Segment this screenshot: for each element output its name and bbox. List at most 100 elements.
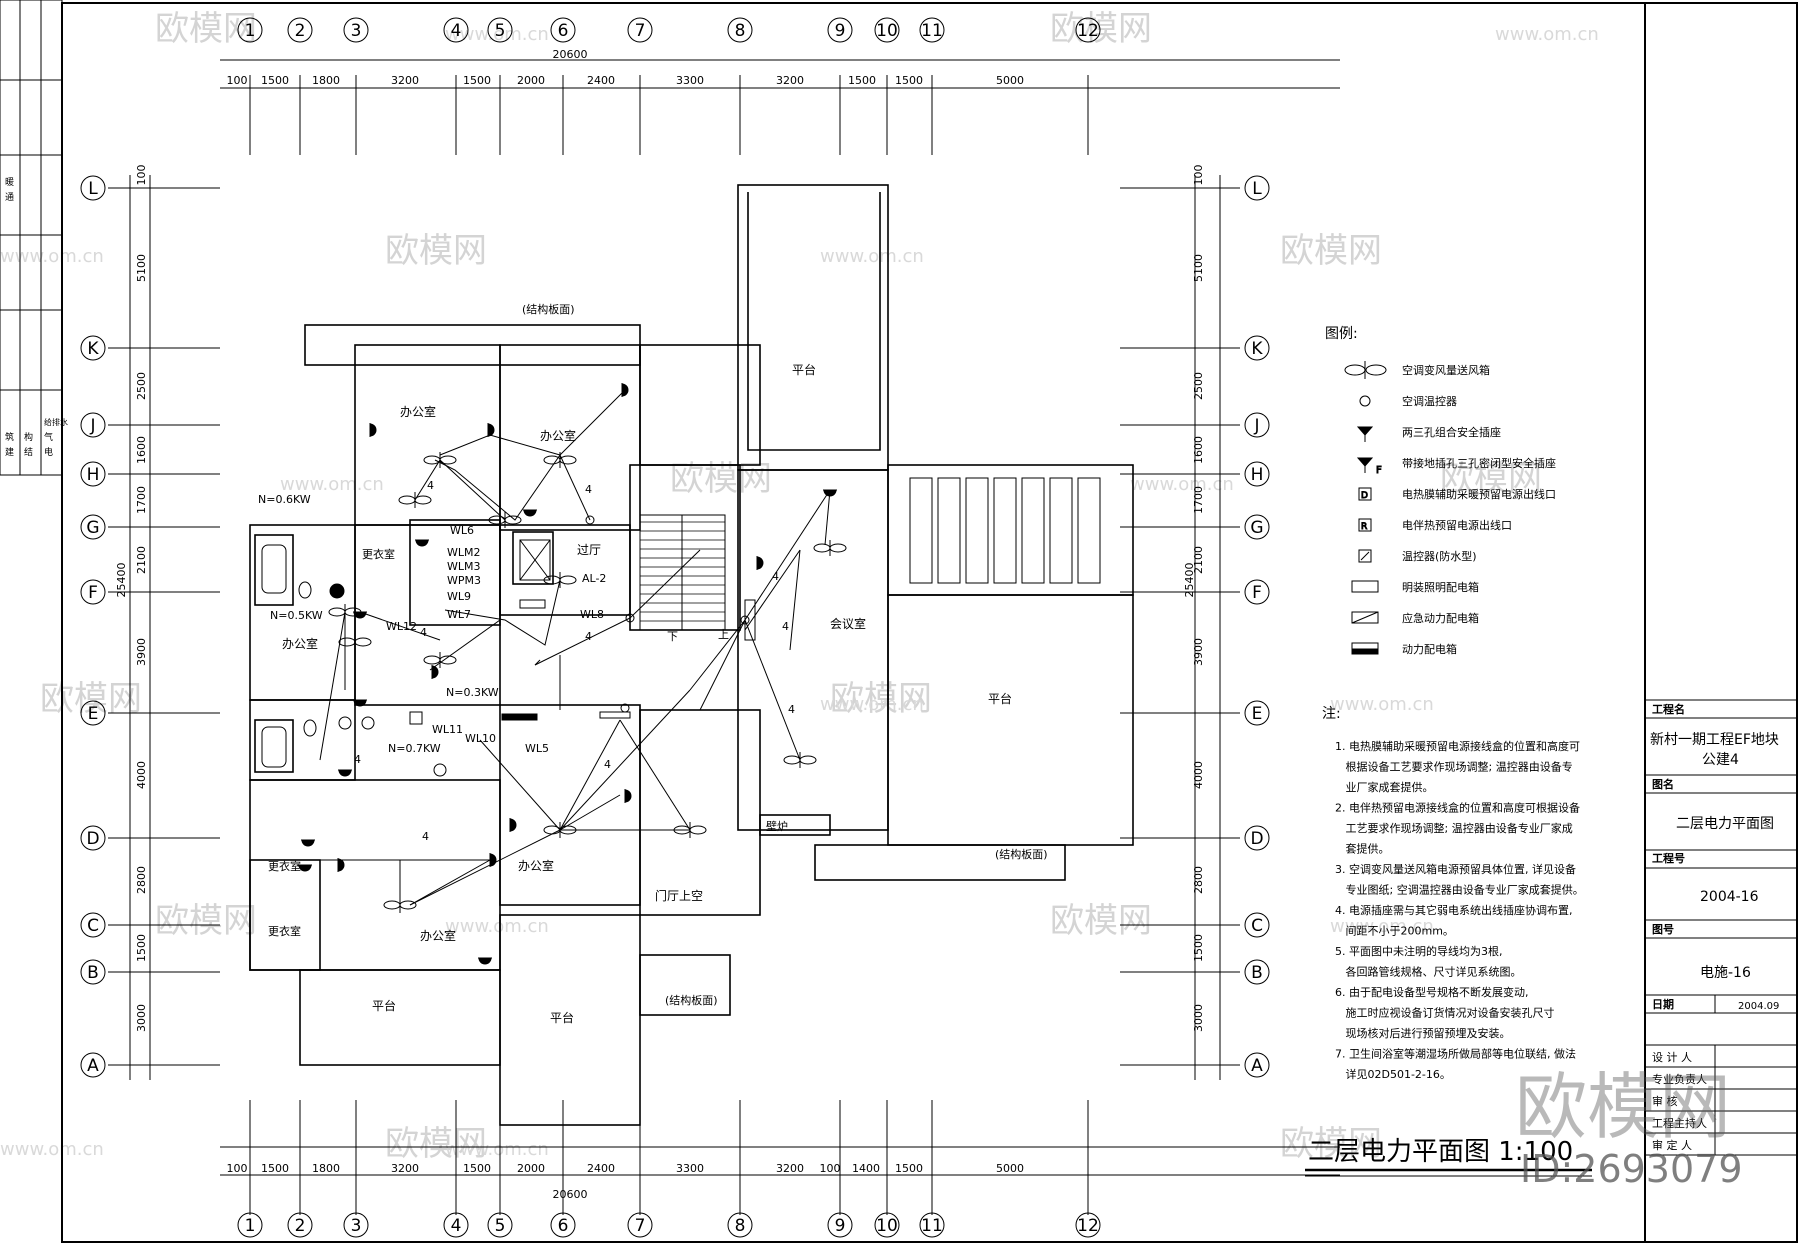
vav-box-icon xyxy=(504,515,522,525)
tb-sign-manager: 工程主持人 xyxy=(1652,1116,1707,1130)
dim-value: 1500 xyxy=(1192,934,1205,962)
axis-label: 10 xyxy=(876,21,898,41)
dim-total: 20600 xyxy=(553,1188,588,1201)
axis-label: A xyxy=(1251,1056,1263,1076)
dim-value: 5000 xyxy=(996,1162,1024,1175)
grating-bar xyxy=(1077,477,1101,584)
watermark-brand-tile: 欧模网 xyxy=(1050,901,1152,941)
axis-label: C xyxy=(1251,916,1263,936)
axis-label: 2 xyxy=(295,1216,306,1236)
legend-r-mark: R xyxy=(1361,522,1367,532)
dim-value: 1500 xyxy=(261,74,289,87)
axis-bubble xyxy=(443,17,469,43)
note-line: 业厂家成套提供。 xyxy=(1335,780,1434,794)
axis-label: F xyxy=(88,583,98,603)
axis-bubble xyxy=(827,17,853,43)
dim-total: 25400 xyxy=(1183,563,1196,598)
wire-count-10: 4 xyxy=(354,753,361,766)
dim-value: 3200 xyxy=(391,74,419,87)
axis-label: D xyxy=(1250,829,1263,849)
room-office-5: 办公室 xyxy=(420,928,456,943)
tb-project-no: 2004-16 xyxy=(1700,889,1759,905)
grating-bar xyxy=(993,477,1017,584)
axis-bubble xyxy=(627,17,653,43)
axis-label: F xyxy=(1252,583,1262,603)
vav-box-icon xyxy=(1365,364,1387,376)
circuit-wl10: WL10 xyxy=(465,732,496,745)
dim-value: 5000 xyxy=(996,74,1024,87)
thermostat-icon xyxy=(625,613,635,623)
vav-box-icon xyxy=(414,495,432,505)
wire-count-3: 4 xyxy=(772,570,779,583)
dim-value: 1700 xyxy=(1192,486,1205,514)
axis-bubble xyxy=(1244,825,1270,851)
dim-value: 2000 xyxy=(517,74,545,87)
socket-icon xyxy=(415,539,429,547)
circuit-al2: AL-2 xyxy=(582,572,606,585)
circuit-wl9: WL9 xyxy=(447,590,471,603)
dim-value: 1500 xyxy=(463,1162,491,1175)
socket-icon xyxy=(487,423,495,437)
axis-label: L xyxy=(88,179,98,199)
slab-label-3: (结构板面) xyxy=(665,993,718,1007)
room-office-3: 办公室 xyxy=(282,636,318,651)
axis-bubble xyxy=(627,1212,653,1238)
vav-box-icon xyxy=(338,637,356,647)
axis-bubble xyxy=(874,17,900,43)
vav-box-icon xyxy=(1344,364,1366,376)
axis-label: 3 xyxy=(351,21,362,41)
drawing-frame xyxy=(61,2,1798,1243)
vav-box-icon xyxy=(328,607,346,617)
axis-label: 9 xyxy=(835,21,846,41)
legend-item-label: 应急动力配电箱 xyxy=(1402,611,1479,625)
note-line: 5. 平面图中未注明的导线均为3根, xyxy=(1335,944,1503,958)
circuit-wl6: WL6 xyxy=(450,524,474,537)
axis-label: 5 xyxy=(495,1216,506,1236)
axis-label: B xyxy=(1251,963,1263,983)
watermark-url-tile: www.om.cn xyxy=(0,1139,104,1160)
circuit-wl7: WL7 xyxy=(447,608,471,621)
grating-bar xyxy=(937,477,961,584)
note-line: 工艺要求作现场调整; 温控器由设备专业厂家成 xyxy=(1335,821,1573,835)
dim-value: 3200 xyxy=(391,1162,419,1175)
axis-label: E xyxy=(1252,704,1263,724)
axis-bubble xyxy=(80,959,106,985)
dim-value: 1700 xyxy=(135,486,148,514)
axis-bubble xyxy=(237,17,263,43)
device-symbols xyxy=(298,383,847,965)
vav-box-icon xyxy=(829,543,847,553)
axis-bubble xyxy=(919,1212,945,1238)
dim-value: 1500 xyxy=(895,74,923,87)
watermark-url-tile: www.om.cn xyxy=(0,246,104,267)
room-changing-2: 更衣室 xyxy=(268,859,301,873)
load-label-3: N=0.3KW xyxy=(446,686,499,699)
tb-drawing-name: 二层电力平面图 xyxy=(1676,816,1774,832)
axis-bubble xyxy=(1244,175,1270,201)
watermark-brand-tile: 欧模网 xyxy=(155,9,257,49)
discipline-strip xyxy=(0,0,63,476)
note-line: 现场核对后进行预留预埋及安装。 xyxy=(1335,1026,1511,1040)
watermark-url-tile: www.om.cn xyxy=(1330,694,1434,715)
dim-value: 100 xyxy=(227,74,248,87)
note-line: 3. 空调变风量送风箱电源预留具体位置, 详见设备 xyxy=(1335,862,1576,876)
note-line: 1. 电热膜辅助采暖预留电源接线盒的位置和高度可 xyxy=(1335,739,1580,753)
vav-box-icon xyxy=(799,755,817,765)
axis-bubble xyxy=(237,1212,263,1238)
axis-label: 12 xyxy=(1077,1216,1099,1236)
vav-box-icon xyxy=(439,455,457,465)
waterproof-thermostat-icon xyxy=(1358,549,1372,563)
axis-label: J xyxy=(89,416,95,436)
watermark-brand-tile: 欧模网 xyxy=(830,679,932,719)
wire-count-9: 4 xyxy=(420,626,427,639)
socket-icon xyxy=(369,423,377,437)
vav-box-icon xyxy=(783,755,801,765)
distribution-panel-icon xyxy=(599,711,631,719)
slab-label-1: (结构板面) xyxy=(522,302,575,316)
note-line: 2. 电伴热预留电源接线盒的位置和高度可根据设备 xyxy=(1335,801,1580,815)
dim-value: 1500 xyxy=(895,1162,923,1175)
axis-label: 4 xyxy=(451,21,462,41)
notes-items: 1. 电热膜辅助采暖预留电源接线盒的位置和高度可 根据设备工艺要求作现场调整; … xyxy=(1335,739,1584,1081)
wire-count-6: 4 xyxy=(788,703,795,716)
legend-items: 空调变风量送风箱空调温控器两三孔组合安全插座带接地插孔三孔密闭型安全插座电热膜辅… xyxy=(1402,363,1556,656)
watermark-url-tile: www.om.cn xyxy=(445,1139,549,1160)
